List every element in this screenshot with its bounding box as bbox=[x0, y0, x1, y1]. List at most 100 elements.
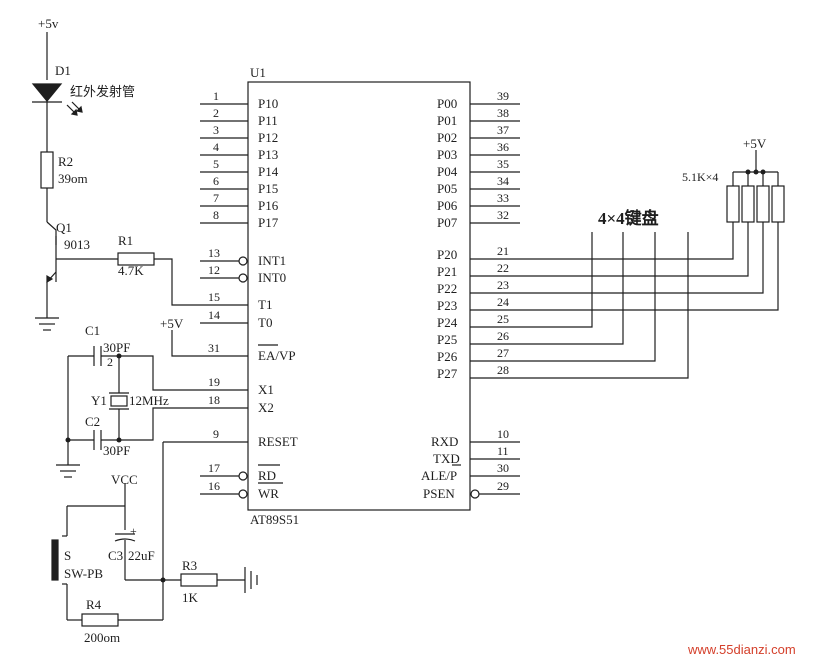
switch-type: SW-PB bbox=[64, 566, 103, 581]
pin-name: WR bbox=[258, 486, 279, 501]
pin-name: PSEN bbox=[423, 486, 455, 501]
pin-name: RXD bbox=[431, 434, 458, 449]
pin-number: 15 bbox=[208, 290, 220, 304]
c2-ref: C2 bbox=[85, 414, 100, 429]
pin-number: 10 bbox=[497, 427, 509, 441]
pin-number: 5 bbox=[213, 157, 219, 171]
pin-number: 4 bbox=[213, 140, 219, 154]
pin-name: T1 bbox=[258, 297, 272, 312]
ir-led-driver bbox=[31, 32, 200, 331]
pin-name: P12 bbox=[258, 130, 278, 145]
led-desc: 红外发射管 bbox=[70, 84, 135, 99]
pin-number: 28 bbox=[497, 363, 509, 377]
pin-number: 7 bbox=[213, 191, 219, 205]
pin-name: X2 bbox=[258, 400, 274, 415]
pin-name: P20 bbox=[437, 247, 457, 262]
pin-name: P27 bbox=[437, 366, 458, 381]
reset-circuit bbox=[51, 442, 258, 627]
pin-number: 32 bbox=[497, 208, 509, 222]
pin-number: 24 bbox=[497, 295, 509, 309]
pin-name: EA/VP bbox=[258, 348, 296, 363]
ea-supply bbox=[171, 330, 200, 357]
pin-number: 29 bbox=[497, 479, 509, 493]
left-pin-names: P10 P11 P12 P13 P14 P15 P16 P17 INT1 INT… bbox=[258, 96, 298, 501]
switch-ref: S bbox=[64, 548, 71, 563]
pin-number: 26 bbox=[497, 329, 509, 343]
pin-number: 3 bbox=[213, 123, 219, 137]
y1-ref: Y1 bbox=[91, 393, 107, 408]
pin-number: 2 bbox=[213, 106, 219, 120]
oscillator bbox=[56, 346, 200, 478]
pin-name: INT0 bbox=[258, 270, 286, 285]
c1-mark: 2 bbox=[107, 355, 113, 369]
pin-name: P24 bbox=[437, 315, 458, 330]
pin-name: P01 bbox=[437, 113, 457, 128]
pullup-network bbox=[726, 150, 785, 223]
pin-name: P14 bbox=[258, 164, 279, 179]
c2-value: 30PF bbox=[103, 443, 130, 458]
right-pin-leads bbox=[470, 103, 520, 499]
pin-name: X1 bbox=[258, 382, 274, 397]
pin-number: 27 bbox=[497, 346, 509, 360]
led-ref: D1 bbox=[55, 63, 71, 78]
pin-name: P22 bbox=[437, 281, 457, 296]
supply-5v-ea: +5V bbox=[160, 316, 184, 331]
port2-wires bbox=[470, 222, 779, 379]
y1-value: 12MHz bbox=[129, 393, 169, 408]
left-pin-leads bbox=[163, 103, 248, 499]
pin-name: INT1 bbox=[258, 253, 286, 268]
pin-name: P15 bbox=[258, 181, 278, 196]
pin-number: 14 bbox=[208, 308, 220, 322]
r4-ref: R4 bbox=[86, 597, 102, 612]
pin-name: P25 bbox=[437, 332, 457, 347]
pin-name: P26 bbox=[437, 349, 458, 364]
pin-number: 12 bbox=[208, 263, 220, 277]
c1-ref: C1 bbox=[85, 323, 100, 338]
watermark: www.55dianzi.com bbox=[687, 642, 796, 657]
pin-name: P11 bbox=[258, 113, 278, 128]
chip-ref: U1 bbox=[250, 65, 266, 80]
pin-name: P23 bbox=[437, 298, 457, 313]
pin-name: P00 bbox=[437, 96, 457, 111]
pin-name: TXD bbox=[433, 451, 460, 466]
pin-number: 9 bbox=[213, 427, 219, 441]
c3-ref: C3 bbox=[108, 548, 123, 563]
pin-number: 36 bbox=[497, 140, 509, 154]
vcc-label: VCC bbox=[111, 472, 138, 487]
pin-name: P02 bbox=[437, 130, 457, 145]
pin-number: 30 bbox=[497, 461, 509, 475]
q1-part: 9013 bbox=[64, 237, 90, 252]
c3-value: 22uF bbox=[128, 548, 155, 563]
left-pin-numbers: 1 2 3 4 5 6 7 8 13 12 15 14 31 19 18 9 1… bbox=[208, 89, 220, 493]
pin-number: 34 bbox=[497, 174, 509, 188]
pin-name: P05 bbox=[437, 181, 457, 196]
pin-number: 35 bbox=[497, 157, 509, 171]
r3-ref: R3 bbox=[182, 558, 197, 573]
chip-body bbox=[247, 81, 471, 511]
pin-number: 39 bbox=[497, 89, 509, 103]
chip-part: AT89S51 bbox=[250, 512, 299, 527]
c3-polarity: + bbox=[130, 524, 137, 538]
pin-number: 11 bbox=[497, 444, 509, 458]
pin-name: P03 bbox=[437, 147, 457, 162]
pin-number: 1 bbox=[213, 89, 219, 103]
pin-name: P06 bbox=[437, 198, 458, 213]
pin-name: RESET bbox=[258, 434, 298, 449]
supply-5v-top: +5v bbox=[38, 16, 59, 31]
pin-number: 38 bbox=[497, 106, 509, 120]
pin-name: P21 bbox=[437, 264, 457, 279]
pin-name: P16 bbox=[258, 198, 279, 213]
pin-number: 23 bbox=[497, 278, 509, 292]
pin-number: 17 bbox=[208, 461, 220, 475]
pin-name: P10 bbox=[258, 96, 278, 111]
pin-name: ALE/P bbox=[421, 468, 457, 483]
overbars bbox=[258, 344, 461, 484]
pin-number: 33 bbox=[497, 191, 509, 205]
pin-number: 31 bbox=[208, 341, 220, 355]
pin-number: 37 bbox=[497, 123, 509, 137]
r4-value: 200om bbox=[84, 630, 120, 645]
pullup-value: 5.1K×4 bbox=[682, 170, 718, 184]
pin-name: T0 bbox=[258, 315, 272, 330]
pin-number: 21 bbox=[497, 244, 509, 258]
